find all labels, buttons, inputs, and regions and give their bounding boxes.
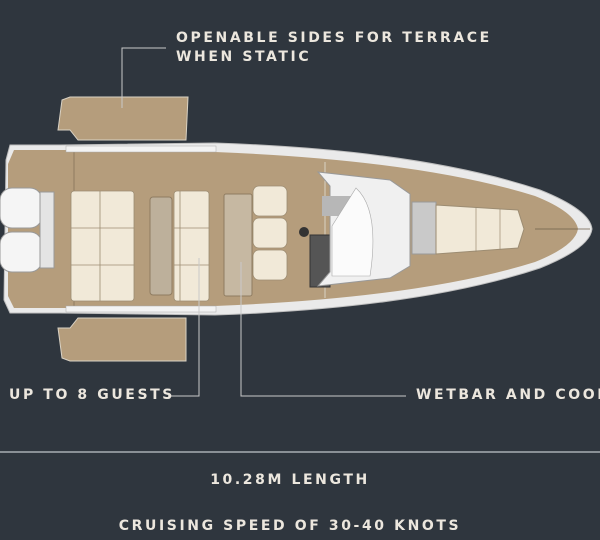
terrace-flap-bottom bbox=[57, 317, 187, 362]
callout-terrace-line1: OPENABLE SIDES FOR TERRACE bbox=[176, 30, 492, 46]
callout-wetbar: WETBAR AND COOLE bbox=[416, 387, 600, 403]
callout-lines bbox=[121, 47, 406, 397]
wetbar bbox=[223, 193, 253, 297]
bow-sunbed bbox=[435, 204, 525, 255]
helm-seats bbox=[252, 185, 288, 281]
steering-wheel-icon bbox=[299, 227, 309, 237]
callout-terrace-line2: WHEN STATIC bbox=[176, 49, 312, 65]
divider bbox=[0, 451, 600, 453]
spec-length: 10.28M LENGTH bbox=[210, 472, 370, 488]
aft-sunbed bbox=[70, 190, 135, 302]
bench-seat bbox=[173, 190, 210, 302]
spec-speed: CRUISING SPEED OF 30-40 KNOTS bbox=[118, 518, 462, 534]
table bbox=[149, 196, 173, 296]
callout-guests: UP TO 8 GUESTS bbox=[9, 387, 175, 403]
terrace-flap-top bbox=[57, 96, 189, 141]
outboard-engines bbox=[0, 187, 55, 273]
